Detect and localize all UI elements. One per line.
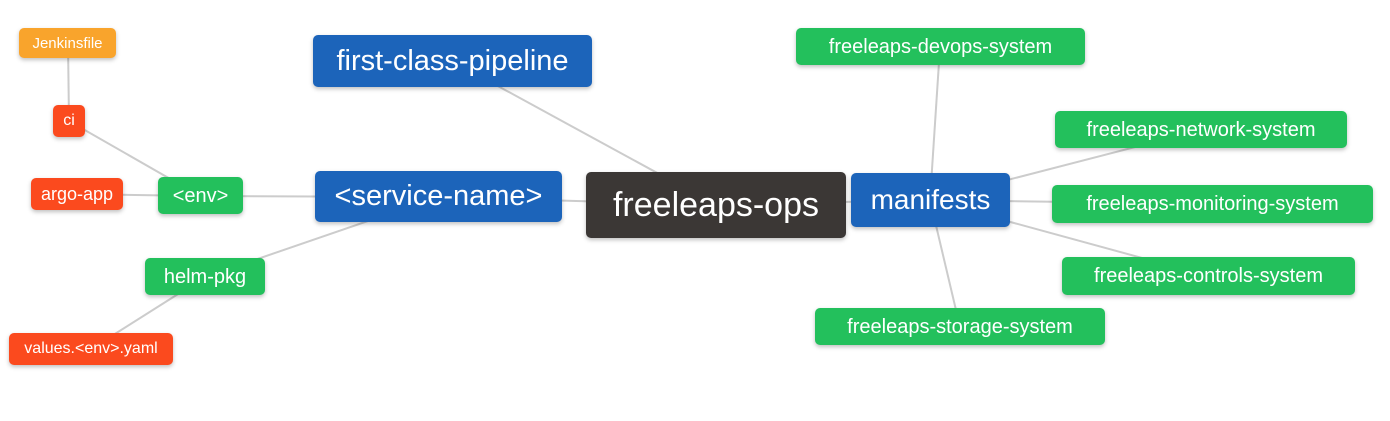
node-freeleaps-controls-system[interactable]: freeleaps-controls-system bbox=[1062, 257, 1355, 295]
node-ci[interactable]: ci bbox=[53, 105, 85, 137]
node-freeleaps-network-system[interactable]: freeleaps-network-system bbox=[1055, 111, 1347, 148]
node-freeleaps-devops-system[interactable]: freeleaps-devops-system bbox=[796, 28, 1085, 65]
node-env[interactable]: <env> bbox=[158, 177, 243, 214]
node-argo-app[interactable]: argo-app bbox=[31, 178, 123, 210]
node-freeleaps-storage-system[interactable]: freeleaps-storage-system bbox=[815, 308, 1105, 345]
node-service-name[interactable]: <service-name> bbox=[315, 171, 562, 222]
node-jenkinsfile[interactable]: Jenkinsfile bbox=[19, 28, 116, 58]
node-manifests[interactable]: manifests bbox=[851, 173, 1010, 227]
node-first-class-pipeline[interactable]: first-class-pipeline bbox=[313, 35, 592, 87]
node-values-env-yaml[interactable]: values.<env>.yaml bbox=[9, 333, 173, 365]
node-helm-pkg[interactable]: helm-pkg bbox=[145, 258, 265, 295]
node-freeleaps-ops[interactable]: freeleaps-ops bbox=[586, 172, 846, 238]
node-freeleaps-monitoring-system[interactable]: freeleaps-monitoring-system bbox=[1052, 185, 1373, 223]
